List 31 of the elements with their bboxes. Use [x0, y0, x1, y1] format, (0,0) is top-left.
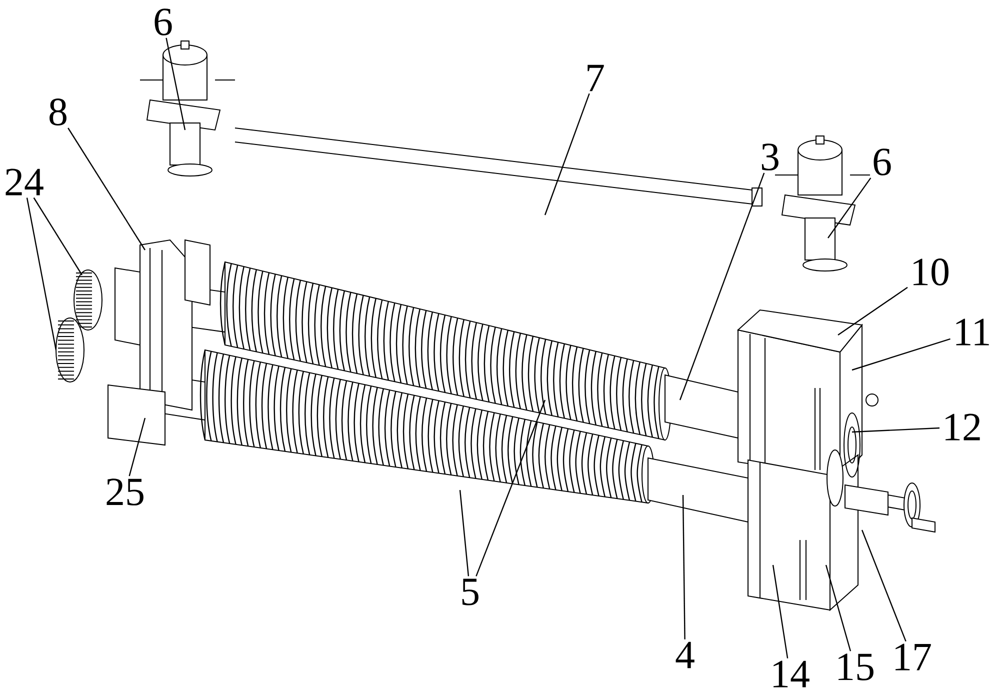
- callout-number: 6: [154, 8, 172, 36]
- callout-number: 25: [106, 478, 144, 506]
- leader-line: [679, 172, 765, 400]
- callout-number: 5: [462, 578, 478, 606]
- callout-number: 3: [762, 144, 778, 170]
- callout-number: 7: [588, 64, 604, 92]
- leader-line: [861, 530, 906, 642]
- callout-number: 14: [774, 660, 810, 688]
- callout-number: 11: [956, 318, 989, 346]
- leader-line: [838, 286, 908, 336]
- leader-line: [772, 564, 788, 658]
- callout-number: 15: [838, 654, 874, 680]
- leader-line: [459, 490, 470, 576]
- leader-line: [852, 338, 950, 371]
- leader-line: [682, 495, 686, 640]
- leader-line: [828, 178, 872, 238]
- leader-line: [852, 427, 940, 433]
- leader-line: [544, 93, 590, 216]
- leader-line: [26, 198, 57, 350]
- leader-line: [476, 400, 546, 576]
- callout-number: 12: [946, 414, 980, 440]
- leader-line: [33, 197, 83, 276]
- callout-number: 17: [896, 644, 931, 670]
- leader-line: [128, 418, 146, 476]
- callout-number: 24: [6, 168, 44, 196]
- callout-number: 8: [50, 98, 66, 126]
- callout-number: 10: [914, 258, 948, 286]
- callout-number: 4: [676, 642, 694, 668]
- leader-line: [825, 564, 852, 652]
- callout-number: 6: [874, 148, 891, 176]
- leader-line: [68, 128, 146, 250]
